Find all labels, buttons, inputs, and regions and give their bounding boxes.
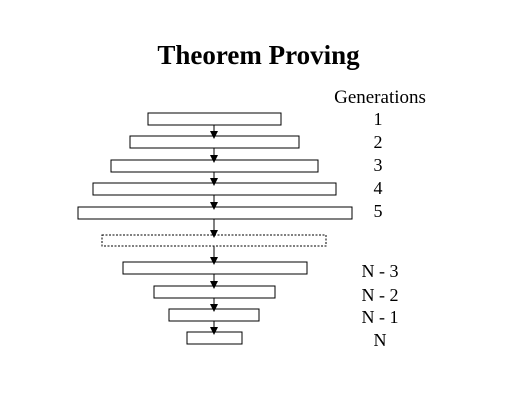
generation-box-n bbox=[186, 331, 243, 345]
generation-box-1 bbox=[147, 112, 282, 126]
generation-label-n-minus-2: N - 2 bbox=[361, 285, 399, 305]
generation-label-1: 1 bbox=[373, 109, 383, 129]
generation-label-n-minus-1: N - 1 bbox=[361, 307, 399, 327]
generations-header: Generations bbox=[334, 87, 426, 108]
generation-label-4: 4 bbox=[373, 178, 383, 198]
generation-label-n: N bbox=[373, 330, 387, 350]
generation-label-n-minus-3: N - 3 bbox=[361, 261, 399, 281]
generation-box-n-minus-3 bbox=[122, 261, 308, 275]
generation-label-5: 5 bbox=[373, 201, 383, 221]
generation-box-ellipsis bbox=[101, 234, 327, 247]
generation-box-2 bbox=[129, 135, 300, 149]
diagram-title: Theorem Proving bbox=[157, 40, 360, 70]
generation-box-n-minus-2 bbox=[153, 285, 276, 299]
generation-box-5 bbox=[77, 206, 353, 220]
generation-label-2: 2 bbox=[373, 132, 383, 152]
generation-box-4 bbox=[92, 182, 337, 196]
generation-label-3: 3 bbox=[373, 155, 383, 175]
generation-box-n-minus-1 bbox=[168, 308, 260, 322]
generation-box-3 bbox=[110, 159, 319, 173]
